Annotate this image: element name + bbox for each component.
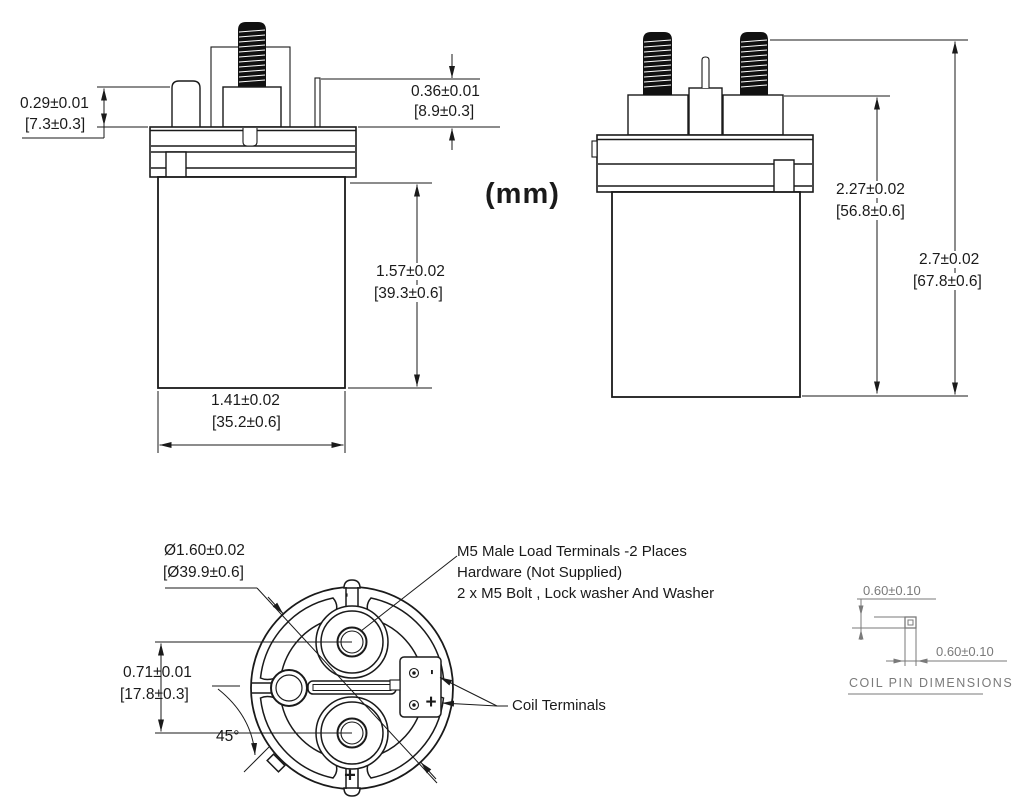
bottom-dimensions <box>155 555 508 784</box>
side-left-tab <box>591 140 598 158</box>
front-blade-pin <box>314 77 321 128</box>
coil-terminals-label: Coil Terminals <box>512 697 606 714</box>
side-terminal-base-right <box>722 94 784 136</box>
side-flange-height-mm-label: [56.8±0.6] <box>834 203 907 220</box>
front-left-pin <box>171 80 201 127</box>
side-body <box>611 191 801 398</box>
coil-pin-detail-title: COIL PIN DIMENSIONS <box>849 676 1014 690</box>
coil-plate-notch <box>389 679 401 691</box>
load-terminal-note-line2: Hardware (Not Supplied) <box>457 564 623 581</box>
bottom-bottom-bump <box>343 787 361 797</box>
left-boss-inner <box>275 674 303 702</box>
side-flange-height-inch-label: 2.27±0.02 <box>834 181 907 198</box>
side-coil-pin <box>701 56 710 88</box>
coil-pin-square <box>904 616 917 629</box>
side-dimensions <box>770 39 968 397</box>
front-body-width-inch-label: 1.41±0.02 <box>211 392 280 409</box>
polarity-plus-plate: + <box>425 692 437 713</box>
polarity-minus-top: - <box>340 592 356 598</box>
front-body-height-mm-label: [39.3±0.6] <box>372 285 445 302</box>
front-stud-threads <box>238 29 266 83</box>
bottom-diameter-inch-label: Ø1.60±0.02 <box>164 542 245 559</box>
side-overall-height-inch-label: 2.7±0.02 <box>917 251 982 268</box>
load-terminal-note-line3: 2 x M5 Bolt , Lock washer And Washer <box>457 585 715 602</box>
terminal-spacing-inch-label: 0.71±0.01 <box>123 664 192 681</box>
polarity-minus-plate: - <box>424 669 441 675</box>
side-center-block <box>688 87 723 136</box>
units-note: (mm) <box>485 178 560 210</box>
front-center-pin <box>242 128 258 147</box>
front-pin-height-inch-label: 0.29±0.01 <box>20 95 89 112</box>
side-overall-height-mm-label: [67.8±0.6] <box>911 273 984 290</box>
front-blade-height-inch-label: 0.36±0.01 <box>411 83 480 100</box>
coil-screw-top <box>408 667 420 679</box>
coil-pin-square-inner <box>907 619 914 626</box>
polarity-plus-bottom: + <box>344 764 356 787</box>
side-view-graphic <box>591 32 814 398</box>
front-body-height-inch-label: 1.57±0.02 <box>374 263 447 280</box>
coil-pin-height-label: 0.60±0.10 <box>863 583 921 598</box>
bottom-top-bump <box>343 579 361 589</box>
side-stud-right <box>740 32 768 95</box>
front-view-graphic <box>149 22 357 389</box>
coil-screw-bottom <box>408 699 420 711</box>
side-stud-left <box>643 32 672 95</box>
bottom-diameter-mm-label: [Ø39.9±0.6] <box>163 564 244 581</box>
coil-pin-width-label: 0.60±0.10 <box>936 644 994 659</box>
load-terminal-note-line1: M5 Male Load Terminals -2 Places <box>457 543 687 560</box>
side-terminal-base-left <box>627 94 689 136</box>
front-pin-height-mm-label: [7.3±0.3] <box>25 116 86 133</box>
center-slot-inner <box>312 684 392 691</box>
bottom-left-angled-tab <box>266 753 286 773</box>
tab-angle-label: 45° <box>216 728 240 745</box>
front-body <box>157 176 346 389</box>
side-stud-threads <box>643 39 768 88</box>
load-terminal-note: M5 Male Load Terminals -2 Places Hardwar… <box>457 541 714 604</box>
front-body-width-mm-label: [35.2±0.6] <box>212 414 281 431</box>
front-terminal-block <box>222 86 282 128</box>
terminal-spacing-mm-label: [17.8±0.3] <box>120 686 189 703</box>
coil-pin-detail-graphic <box>848 598 1007 695</box>
front-blade-height-mm-label: [8.9±0.3] <box>414 103 475 120</box>
